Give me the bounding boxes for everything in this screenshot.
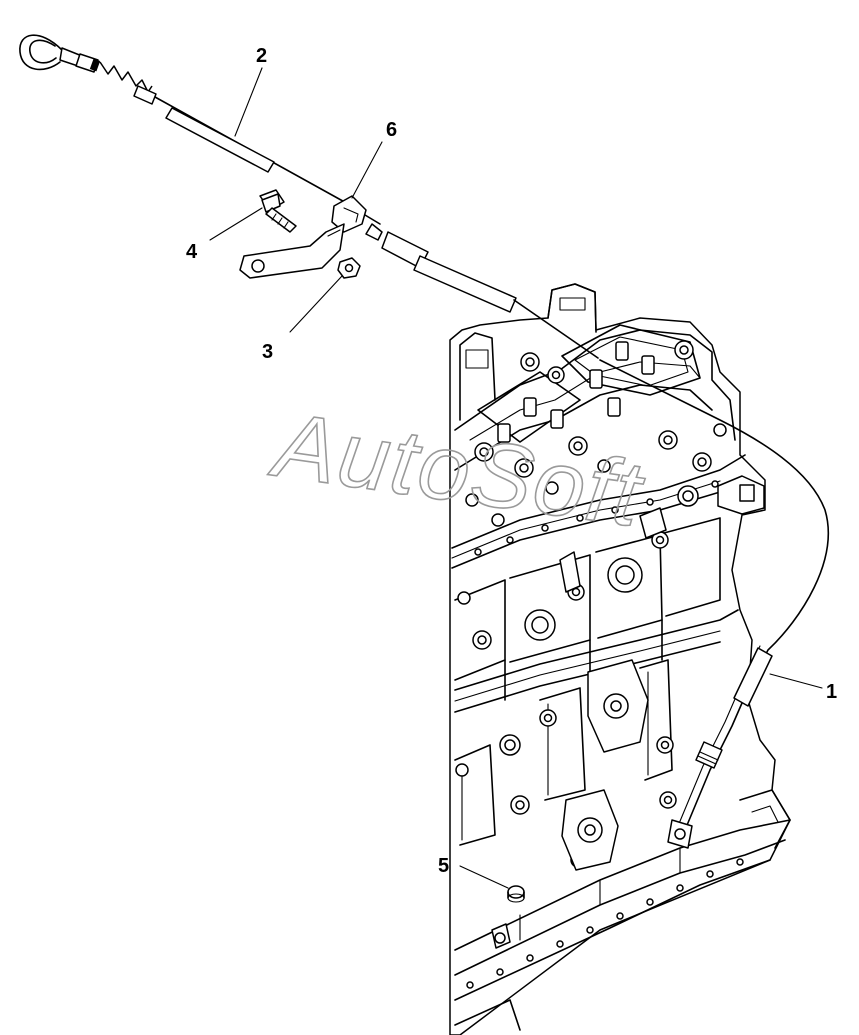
callout-2: 2 (256, 45, 267, 67)
engine-block (449, 283, 791, 1035)
dipstick-tube (599, 359, 830, 849)
bracket-clamp (239, 195, 367, 279)
callout-5: 5 (438, 855, 449, 877)
callout-3: 3 (262, 341, 273, 363)
dipstick (19, 34, 599, 359)
callout-4: 4 (186, 241, 198, 263)
callout-1: 1 (826, 681, 837, 703)
plug (491, 885, 525, 949)
nut (337, 257, 361, 279)
callout-6: 6 (386, 119, 397, 141)
bolt (259, 189, 297, 233)
leader-lines (209, 67, 823, 889)
